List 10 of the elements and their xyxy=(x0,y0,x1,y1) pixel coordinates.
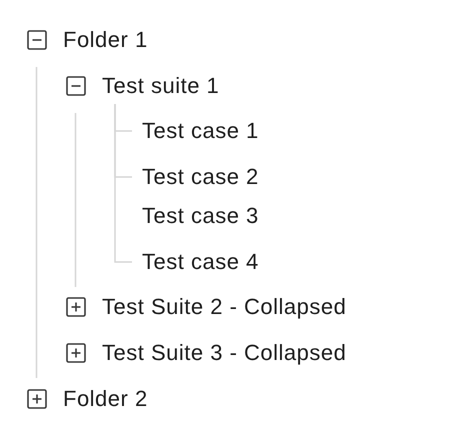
tree-item-label: Test Suite 3 - Collapsed xyxy=(102,340,346,366)
tree-item-label: Folder 2 xyxy=(63,386,148,412)
tree-item-label: Test case 4 xyxy=(142,249,259,275)
tree-item-label: Test case 3 xyxy=(142,203,259,229)
tree-item-label: Folder 1 xyxy=(63,27,148,53)
tree-item-label: Test suite 1 xyxy=(102,73,220,99)
tree-item-label: Test case 2 xyxy=(142,164,259,190)
tree-item-label: Test case 1 xyxy=(142,118,259,144)
tree-item-label: Test Suite 2 - Collapsed xyxy=(102,294,346,320)
tree-branch-line xyxy=(114,104,132,263)
